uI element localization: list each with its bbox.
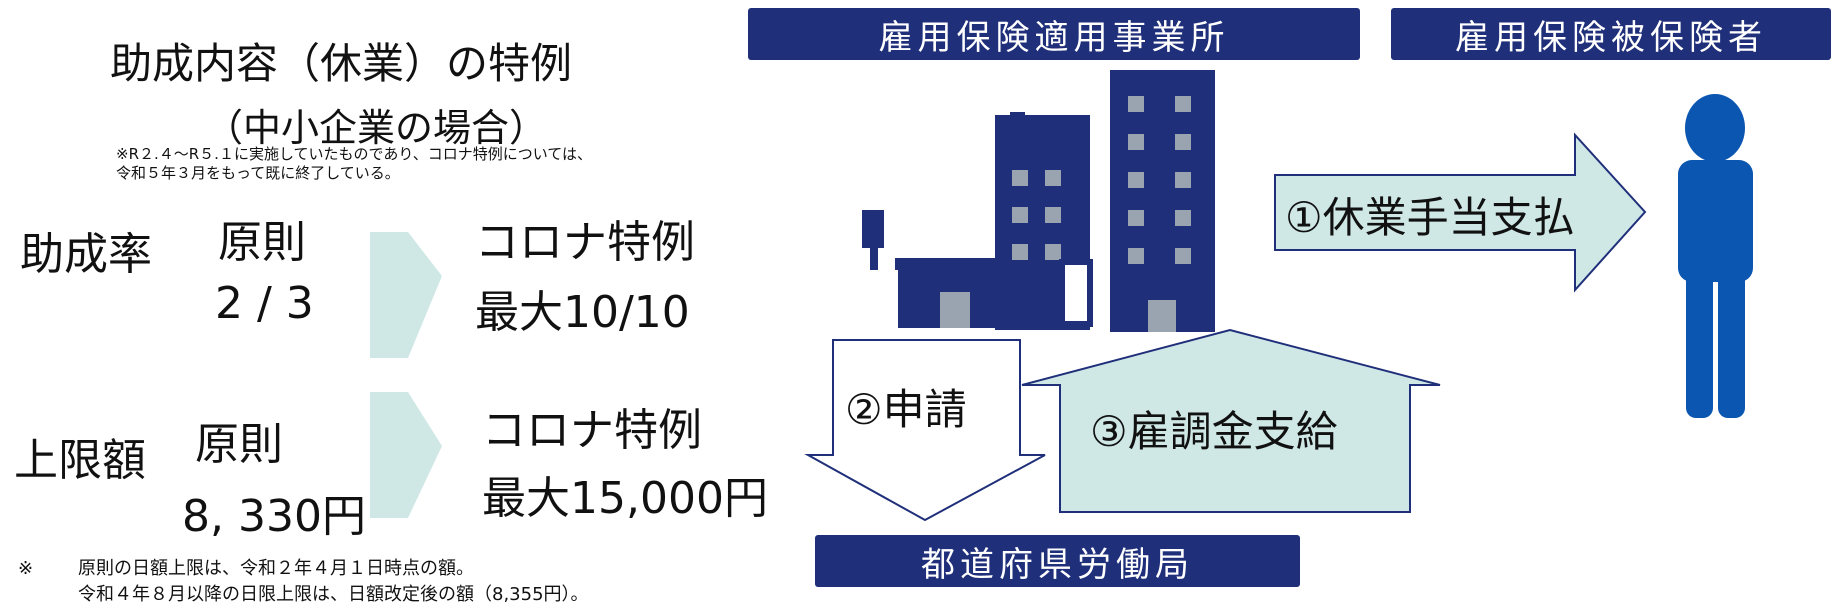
building-windows xyxy=(1012,96,1191,332)
footnote-mark: ※ xyxy=(18,558,34,579)
limit-principle-label: 原則 xyxy=(195,419,283,470)
rate-chevron-arrow xyxy=(370,232,442,358)
period-note-line1: ※R２.４～R５.１に実施していたものであり、コロナ特例については、 xyxy=(116,145,593,163)
page-subtitle: （中小企業の場合） xyxy=(205,106,548,150)
limit-chevron-arrow xyxy=(370,392,442,518)
step3-arrow xyxy=(1021,328,1441,513)
step1-arrow xyxy=(1274,132,1647,293)
step2-arrow xyxy=(804,339,1046,522)
person-icon xyxy=(1678,94,1753,418)
office-building-icon xyxy=(862,70,1215,332)
step3-label: ③雇調金支給 xyxy=(1090,407,1338,456)
rate-special-value: 最大10/10 xyxy=(475,287,690,338)
limit-special-label: コロナ特例 xyxy=(482,405,702,456)
page-title: 助成内容（休業）の特例 xyxy=(110,39,573,88)
footnote-line2: 令和４年８月以降の日限上限は、日額改定後の額（8,355円）。 xyxy=(78,584,589,605)
employer-header: 雇用保険適用事業所 xyxy=(748,8,1360,60)
period-note-line2: 令和５年３月をもって既に終了している。 xyxy=(116,164,400,182)
rate-principle-label: 原則 xyxy=(218,217,306,268)
rate-label: 助成率 xyxy=(20,229,152,280)
period-note: ※R２.４～R５.１に実施していたものであり、コロナ特例については、 令和５年３… xyxy=(116,145,592,183)
insured-header: 雇用保険被保険者 xyxy=(1391,8,1831,60)
rate-principle-value: 2 / 3 xyxy=(215,278,314,329)
bureau-footer: 都道府県労働局 xyxy=(815,535,1300,587)
step1-label: ①休業手当支払 xyxy=(1285,193,1575,242)
footnote-line1: 原則の日額上限は、令和２年４月１日時点の額。 xyxy=(78,558,474,579)
limit-label: 上限額 xyxy=(14,435,146,486)
limit-principle-value: 8, 330円 xyxy=(182,491,366,542)
rate-special-label: コロナ特例 xyxy=(475,217,695,268)
limit-special-value: 最大15,000円 xyxy=(482,473,768,524)
step2-label: ②申請 xyxy=(845,385,967,434)
